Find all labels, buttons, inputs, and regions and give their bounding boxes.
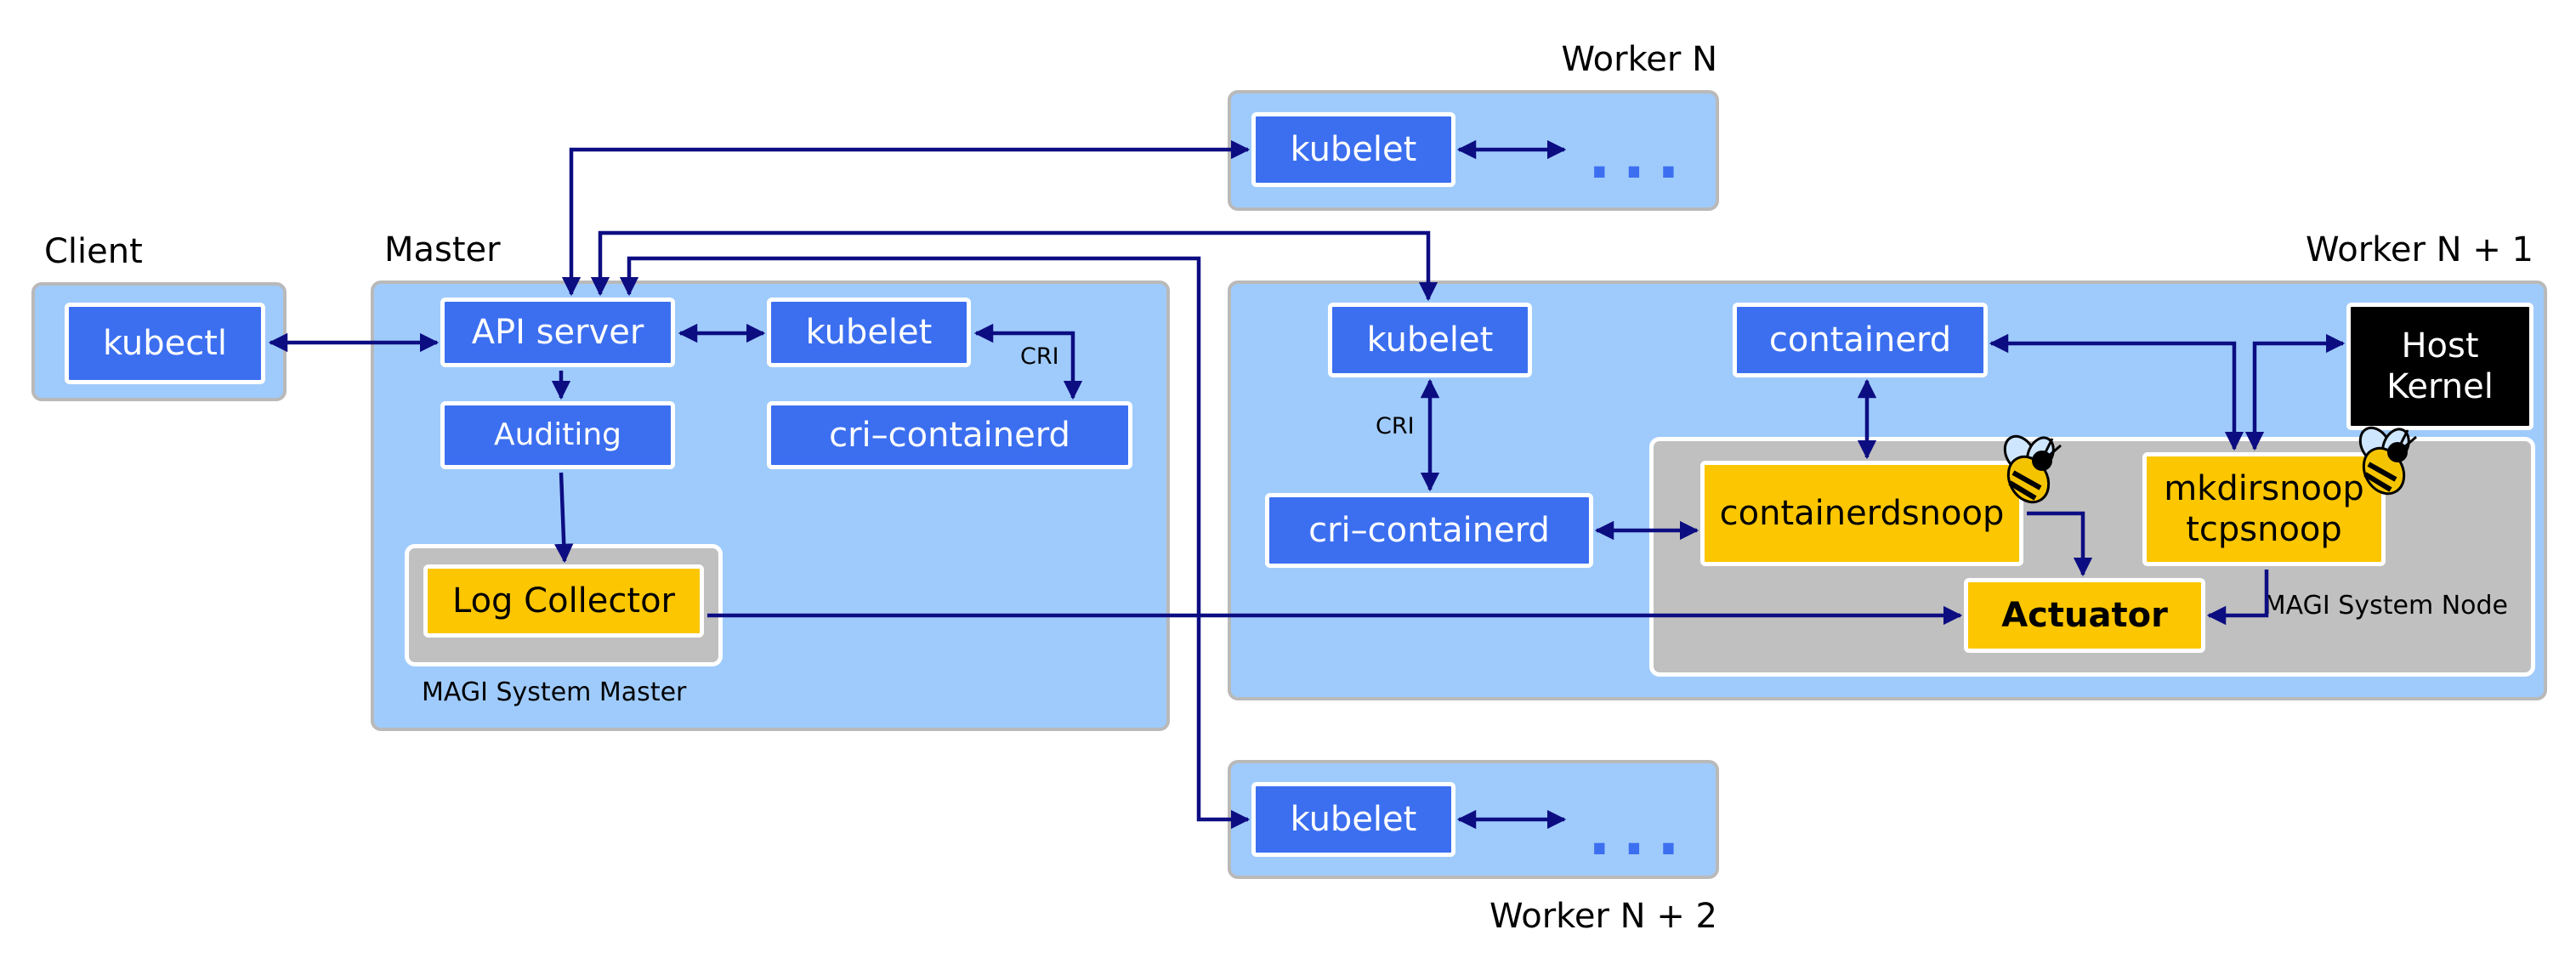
worker-n2-kubelet-node: kubelet <box>1251 782 1455 857</box>
worker-n-label: Worker N <box>1561 40 1717 79</box>
master-label: Master <box>384 230 501 269</box>
host-kernel-node: Host Kernel <box>2346 303 2533 430</box>
worker-n-kubelet-node: kubelet <box>1251 112 1455 187</box>
bee-icon <box>2003 434 2062 504</box>
worker-cri-label: CRI <box>1376 413 1415 439</box>
auditing-log-arrow <box>553 472 574 564</box>
mkdir-actuator-arrow <box>2206 570 2269 626</box>
snoop-actuator-arrow <box>2027 511 2093 577</box>
mkdirsnoop-tcpsnoop-node: mkdirsnoop tcpsnoop <box>2142 452 2386 566</box>
worker-n2-ellipsis: ... <box>1588 799 1692 869</box>
host-kernel-label: Host Kernel <box>2386 326 2494 406</box>
worker-n-ellipsis: ... <box>1588 122 1692 192</box>
mkdirsnoop-tcpsnoop-label: mkdirsnoop tcpsnoop <box>2164 469 2364 549</box>
bee-icon <box>2358 426 2417 496</box>
kernel-mkdirsnoop-arrow <box>2244 333 2346 451</box>
containerd-node: containerd <box>1733 303 1988 377</box>
worker-n2-label: Worker N + 2 <box>1489 897 1717 936</box>
master-cri-arrow <box>973 323 1083 400</box>
api-worker-n2-arrow <box>619 256 1251 830</box>
client-label: Client <box>44 232 143 271</box>
actuator-node: Actuator <box>1964 578 2205 653</box>
api-worker-n1-arrow <box>590 230 1438 302</box>
kubectl-node: kubectl <box>65 303 265 384</box>
worker-n1-label: Worker N + 1 <box>2306 230 2533 269</box>
magi-system-node-label: MAGI System Node <box>2263 591 2508 621</box>
containerd-mkdirsnoop-arrow <box>1989 333 2244 451</box>
containerdsnoop-node: containerdsnoop <box>1700 461 2023 566</box>
worker-n1-cri-containerd-node: cri–containerd <box>1265 493 1593 568</box>
api-worker-n-arrow <box>561 139 1251 297</box>
worker-n1-kubelet-node: kubelet <box>1328 303 1532 377</box>
